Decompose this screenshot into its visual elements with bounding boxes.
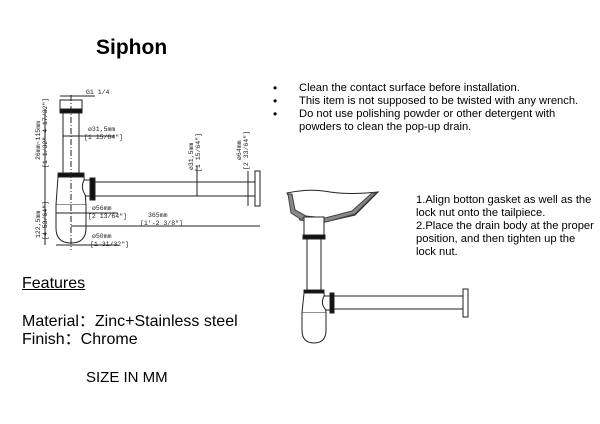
svg-text:[1 31/32"]: [1 31/32"] bbox=[90, 241, 129, 248]
svg-text:365mm: 365mm bbox=[148, 212, 168, 219]
svg-text:26mm~115mm: 26mm~115mm bbox=[35, 121, 42, 160]
finish-spec: Finish：Chrome bbox=[22, 331, 138, 348]
svg-text:[1 15/64"]: [1 15/64"] bbox=[84, 134, 123, 141]
svg-text:ø50mm: ø50mm bbox=[92, 233, 112, 240]
svg-text:[2 13/64"]: [2 13/64"] bbox=[88, 213, 127, 220]
installation-illustration bbox=[286, 189, 469, 344]
thread-label: G1 1/4 bbox=[86, 89, 110, 96]
svg-text:ø64mm: ø64mm bbox=[236, 140, 243, 160]
svg-text:ø31,5mm: ø31,5mm bbox=[188, 143, 195, 170]
svg-text:[1 15/64"]: [1 15/64"] bbox=[195, 133, 202, 172]
specifications: Material：Zinc+Stainless steel Finish：Chr… bbox=[22, 313, 238, 349]
svg-text:[1 1/32"~4 17/32"]: [1 1/32"~4 17/32"] bbox=[42, 98, 49, 168]
note-item: Do not use polishing powder or other det… bbox=[273, 108, 593, 134]
size-note: SIZE IN MM bbox=[86, 369, 168, 386]
page-title: Siphon bbox=[96, 36, 168, 59]
material-spec: Material：Zinc+Stainless steel bbox=[22, 313, 238, 330]
svg-text:ø31,5mm: ø31,5mm bbox=[88, 126, 115, 133]
installation-notes: Clean the contact surface before install… bbox=[273, 82, 593, 134]
svg-text:122,5mm: 122,5mm bbox=[35, 211, 42, 238]
svg-text:[2 33/64"]: [2 33/64"] bbox=[243, 131, 250, 170]
svg-text:[4 53/64"]: [4 53/64"] bbox=[42, 201, 49, 240]
svg-text:ø56mm: ø56mm bbox=[92, 205, 112, 212]
installation-steps: 1.Align botton gasket as well as the loc… bbox=[416, 194, 596, 259]
note-item: This item is not supposed to be twisted … bbox=[273, 95, 593, 108]
step-2: 2.Place the drain body at the proper pos… bbox=[416, 220, 594, 258]
svg-text:[1'-2 3/8"]: [1'-2 3/8"] bbox=[140, 220, 183, 227]
features-heading: Features bbox=[22, 275, 86, 292]
step-1: 1.Align botton gasket as well as the loc… bbox=[416, 194, 592, 219]
note-item: Clean the contact surface before install… bbox=[273, 82, 593, 95]
